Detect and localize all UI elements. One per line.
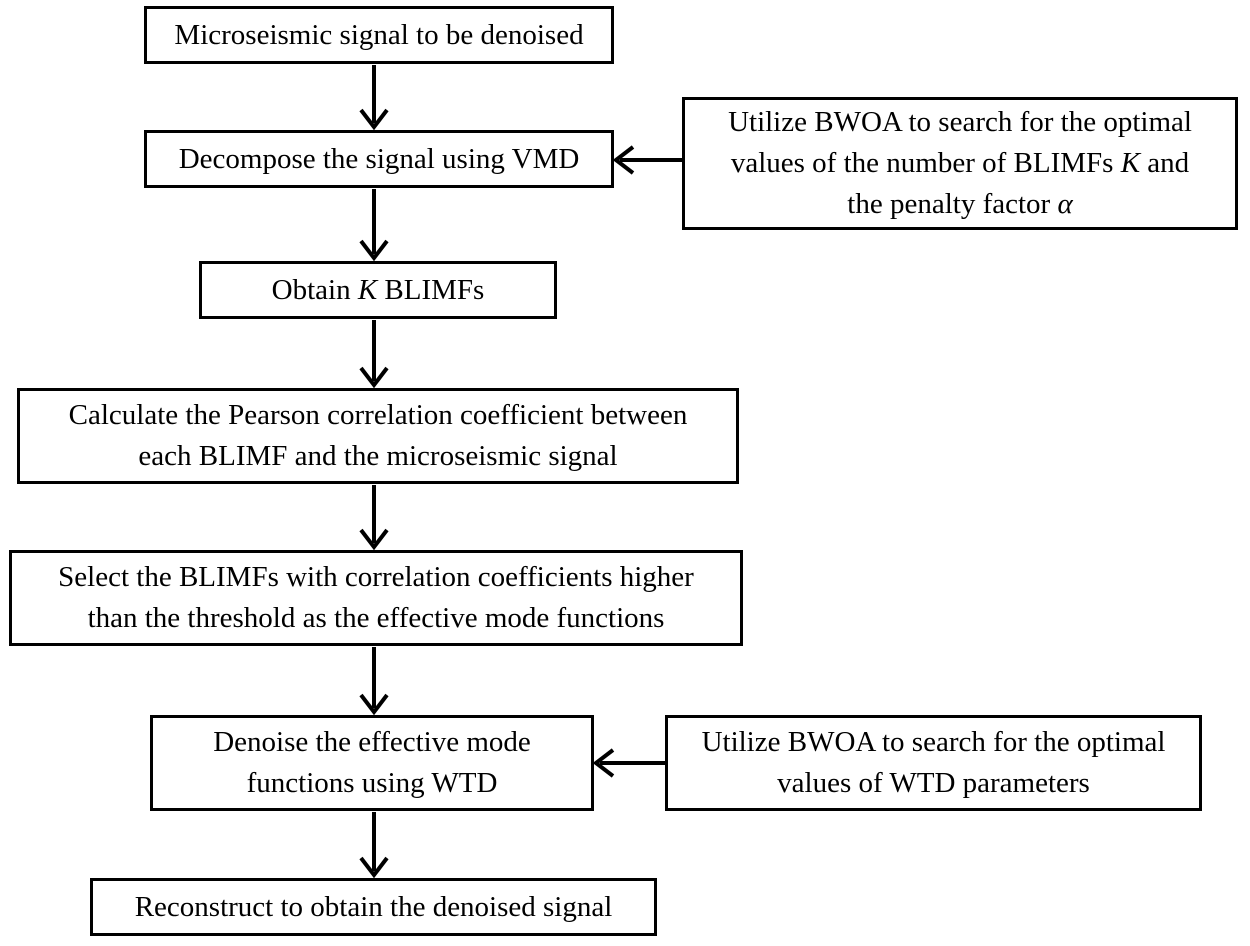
node-input-signal: Microseismic signal to be denoised <box>144 6 614 64</box>
node-reconstruct: Reconstruct to obtain the denoised signa… <box>90 878 657 936</box>
node-reconstruct-text: Reconstruct to obtain the denoised signa… <box>134 890 613 923</box>
node-bwoa-wtd: Utilize BWOA to search for the optimal v… <box>665 715 1202 811</box>
node-bwoa-vmd: Utilize BWOA to search for the optimal v… <box>682 97 1238 230</box>
variable-alpha: α <box>1057 188 1073 220</box>
arrowhead-select-to-wtd <box>359 693 389 716</box>
node-input-signal-text: Microseismic signal to be denoised <box>174 18 584 51</box>
node-bwoa-vmd-line2-post: and <box>1140 147 1190 179</box>
variable-k: K <box>1120 147 1141 179</box>
node-vmd-decompose-text: Decompose the signal using VMD <box>178 142 580 175</box>
arrowhead-wtd-to-reconstruct <box>359 856 389 879</box>
node-wtd-denoise-line2: functions using WTD <box>246 767 498 799</box>
arrowhead-pearson-to-select <box>359 528 389 551</box>
node-select-blimfs-line2: than the threshold as the effective mode… <box>87 602 665 634</box>
node-bwoa-wtd-line2: values of WTD parameters <box>777 767 1090 799</box>
node-bwoa-vmd-line3: the penalty factor α <box>847 184 1072 225</box>
node-pearson: Calculate the Pearson correlation coeffi… <box>17 388 739 484</box>
node-pearson-line2: each BLIMF and the microseismic signal <box>138 440 618 472</box>
node-obtain-blimfs-pre: Obtain <box>271 273 358 306</box>
arrowhead-bwoa-to-wtd <box>592 748 615 778</box>
node-bwoa-vmd-line3-pre: the penalty factor <box>847 188 1058 220</box>
node-bwoa-wtd-line1: Utilize BWOA to search for the optimal <box>701 726 1166 758</box>
node-bwoa-vmd-line2: values of the number of BLIMFs K and <box>731 143 1189 184</box>
arrowhead-vmd-to-blimfs <box>359 239 389 262</box>
node-wtd-denoise: Denoise the effective mode functions usi… <box>150 715 594 811</box>
arrowhead-blimfs-to-pearson <box>359 366 389 389</box>
node-obtain-blimfs: Obtain K BLIMFs <box>199 261 557 319</box>
node-obtain-blimfs-text: Obtain K BLIMFs <box>272 270 485 311</box>
node-select-blimfs: Select the BLIMFs with correlation coeff… <box>9 550 743 646</box>
node-wtd-denoise-line1: Denoise the effective mode <box>213 726 531 758</box>
node-obtain-blimfs-post: BLIMFs <box>377 273 485 306</box>
node-vmd-decompose: Decompose the signal using VMD <box>144 130 614 188</box>
variable-k: K <box>357 273 378 306</box>
arrowhead-input-to-vmd <box>359 108 389 131</box>
node-select-blimfs-line1: Select the BLIMFs with correlation coeff… <box>58 561 694 593</box>
node-bwoa-vmd-line2-pre: values of the number of BLIMFs <box>730 147 1121 179</box>
node-bwoa-vmd-line1: Utilize BWOA to search for the optimal <box>728 106 1192 138</box>
arrowhead-bwoa-to-vmd <box>612 145 635 175</box>
node-pearson-line1: Calculate the Pearson correlation coeffi… <box>68 399 688 431</box>
